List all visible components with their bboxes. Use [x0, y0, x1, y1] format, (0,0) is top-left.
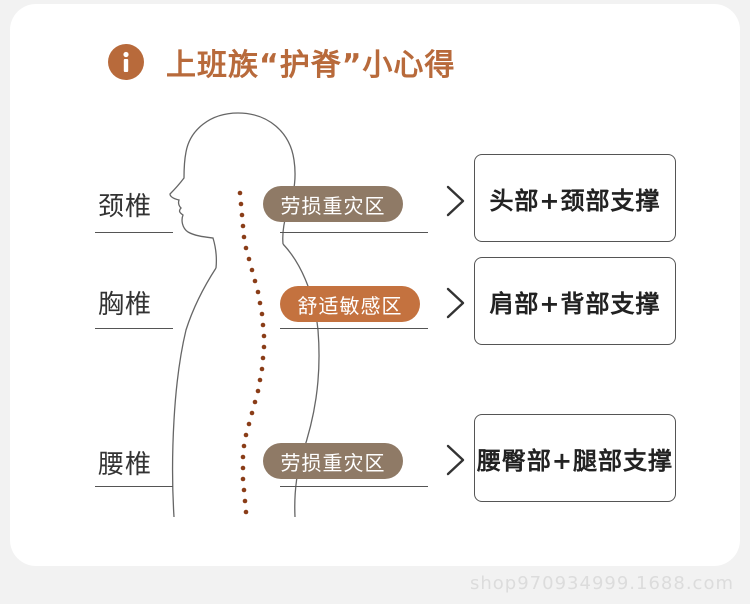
label-underline: [95, 486, 173, 487]
page-title: 上班族“护脊”小心得: [166, 48, 456, 83]
chevron-right-icon: [446, 185, 465, 217]
watermark: shop970934999.1688.com: [470, 573, 734, 594]
tag-thoracic: 舒适敏感区: [280, 286, 420, 322]
support-box-thoracic: 肩部+背部支撑: [474, 257, 676, 345]
tag-underline: [280, 232, 428, 233]
chevron-right-icon: [446, 444, 465, 476]
header: 上班族“护脊”小心得: [108, 40, 455, 84]
tag-lumbar: 劳损重灾区: [263, 443, 403, 479]
info-icon: [108, 44, 144, 80]
chevron-right-icon: [446, 287, 465, 319]
label-lumbar: 腰椎: [98, 450, 153, 480]
spine-dots: [237, 190, 267, 515]
support-box-cervical: 头部+颈部支撑: [474, 154, 676, 242]
tag-underline: [280, 486, 428, 487]
label-cervical: 颈椎: [98, 192, 153, 222]
label-underline: [95, 232, 173, 233]
label-thoracic: 胸椎: [98, 290, 153, 320]
label-underline: [95, 328, 173, 329]
tag-underline: [280, 328, 428, 329]
tag-cervical: 劳损重灾区: [263, 186, 403, 222]
support-box-lumbar: 腰臀部+腿部支撑: [474, 414, 676, 502]
